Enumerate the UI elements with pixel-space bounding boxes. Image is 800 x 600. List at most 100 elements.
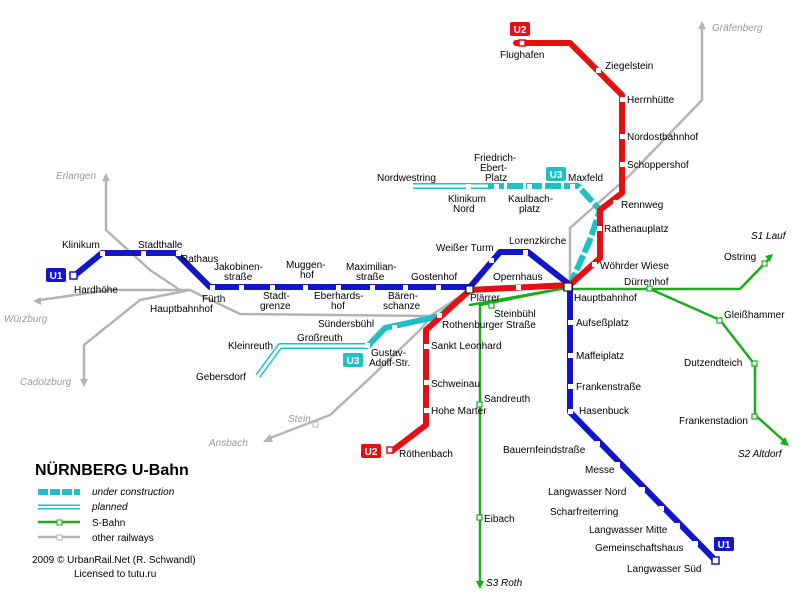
label-scharfreiter: Scharfreiterring: [550, 507, 618, 518]
label-fuerth-2: Hauptbahnhof: [150, 304, 213, 315]
marker-messe: [615, 462, 620, 467]
credit-line-1: 2009 © UrbanRail.Net (R. Schwandl): [32, 555, 196, 566]
sbahn-stop-frankenstadion: [751, 413, 758, 420]
label-schweinau: Schweinau: [431, 379, 480, 390]
label-dutzendteich: Dutzendteich: [684, 358, 742, 369]
label-lw-sued: Langwasser Süd: [627, 564, 702, 575]
badge-u1-west-text: U1: [50, 271, 63, 282]
s-bahn-stops: [476, 260, 768, 521]
marker-weisser-turm: [489, 258, 494, 263]
sbahn-destination-labels: S1 Lauf S2 Altdorf S3 Roth: [486, 231, 787, 589]
label-maximilian-1: Maximilian-: [346, 262, 397, 273]
label-aufsessplatz: Aufseßplatz: [576, 318, 629, 329]
label-s1-lauf: S1 Lauf: [751, 231, 787, 242]
marker-rathenauplatz: [597, 226, 602, 231]
label-stadthalle: Stadthalle: [138, 240, 183, 251]
marker-ziegelstein: [596, 68, 601, 73]
sbahn-stop-sandreuth: [476, 401, 483, 408]
label-opernhaus: Opernhaus: [493, 272, 542, 283]
label-roethenbach: Röthenbach: [399, 449, 453, 460]
marker-hasenbuck: [568, 409, 573, 414]
legend-under-construction-text: under construction: [92, 487, 175, 498]
label-erlangen: Erlangen: [56, 171, 96, 182]
label-graefenberg: Gräfenberg: [712, 23, 763, 34]
marker-klinikum: [100, 251, 105, 256]
marker-gemeinschaft: [693, 541, 698, 546]
sbahn-stop-duerrenhof: [646, 285, 653, 292]
label-maximilian-2: straße: [356, 272, 385, 283]
station-labels: Hardhöhe Klinikum Stadthalle Rathaus Für…: [62, 50, 785, 575]
label-hasenbuck: Hasenbuck: [579, 406, 630, 417]
label-muggenhof-2: hof: [300, 270, 314, 281]
marker-klinikum-nord: [466, 184, 471, 189]
marker-rathaus: [176, 251, 181, 256]
sbahn-stop-eibach: [476, 514, 483, 521]
marker-baerenschanze: [403, 285, 408, 290]
sbahn-arrow-s1: [765, 254, 773, 262]
sbahn-s3: [478, 287, 562, 584]
marker-stadtgrenze: [270, 285, 275, 290]
label-klinikum-nord-2: Nord: [453, 204, 475, 215]
rail-ansbach: [268, 316, 432, 440]
label-kaulbach-1: Kaulbach-: [508, 194, 553, 205]
marker-st-leonhard: [424, 344, 429, 349]
badge-u3-west-text: U3: [347, 356, 360, 367]
marker-maffeiplatz: [568, 353, 573, 358]
label-s3-roth: S3 Roth: [486, 578, 523, 589]
label-gostenhof: Gostenhof: [411, 272, 457, 283]
label-woehrder: Wöhrder Wiese: [600, 261, 669, 272]
marker-fuerth-hbf: [210, 285, 215, 290]
label-herrnhuette: Herrnhütte: [627, 95, 675, 106]
label-klinikum: Klinikum: [62, 240, 100, 251]
legend-planned: planned: [38, 502, 128, 513]
badge-u2-north: U2: [510, 22, 530, 36]
label-flughafen: Flughafen: [500, 50, 544, 61]
marker-frankenstrasse: [568, 384, 573, 389]
marker-schoppershof: [620, 162, 625, 167]
label-fuerth-1: Fürth: [202, 294, 225, 305]
rail-erlangen: [104, 178, 182, 292]
legend-other-railways: other railways: [38, 533, 154, 544]
marker-opernhaus: [516, 285, 521, 290]
marker-hohe-marter: [424, 408, 429, 413]
label-weisser-turm: Weißer Turm: [436, 243, 494, 254]
label-hohe-marter: Hohe Marter: [431, 406, 487, 417]
rail-cadolzburg: [82, 288, 192, 382]
marker-woehrder: [592, 262, 597, 267]
label-eberhardshof-2: hof: [331, 301, 345, 312]
sbahn-arrow-s3: [476, 581, 484, 589]
badge-u2-south: U2: [361, 444, 381, 458]
rail-arrow-ansbach: [263, 434, 273, 442]
label-gleisshammer: Gleißhammer: [724, 310, 785, 321]
label-messe: Messe: [585, 465, 615, 476]
label-baerenschanze-1: Bären-: [388, 291, 418, 302]
other-railways: [33, 21, 706, 442]
label-schoppershof: Schoppershof: [627, 160, 689, 171]
label-gebersdorf: Gebersdorf: [196, 372, 246, 383]
label-gemeinschaft: Gemeinschaftshaus: [595, 543, 683, 554]
legend-sbahn: S-Bahn: [38, 518, 125, 529]
marker-muggenhof: [303, 285, 308, 290]
label-ansbach: Ansbach: [208, 438, 248, 449]
marker-hardhoehe: [69, 271, 78, 280]
marker-bauernfeind: [595, 441, 600, 446]
rail-arrow-erlangen: [102, 173, 110, 181]
sbahn-stop-gleisshammer: [716, 317, 723, 324]
marker-flughafen: [518, 39, 526, 47]
marker-schweinau: [424, 380, 429, 385]
label-maffeiplatz: Maffeiplatz: [576, 351, 624, 362]
u1-line: [71, 249, 719, 564]
label-eberhardshof-1: Eberhards-: [314, 291, 363, 302]
label-gustav-1: Gustav-: [371, 348, 406, 359]
marker-aufsessplatz: [568, 320, 573, 325]
marker-eberhardshof: [336, 285, 341, 290]
label-rathenauplatz: Rathenauplatz: [604, 224, 669, 235]
u1-route: [71, 249, 719, 564]
sbahn-stop-dutzendteich: [751, 360, 758, 367]
rail-arrow-cadolzburg: [80, 379, 88, 387]
label-s2-altdorf: S2 Altdorf: [738, 449, 783, 460]
label-gustav-2: Adolf-Str.: [369, 358, 410, 369]
marker-lorenzkirche: [523, 250, 528, 255]
